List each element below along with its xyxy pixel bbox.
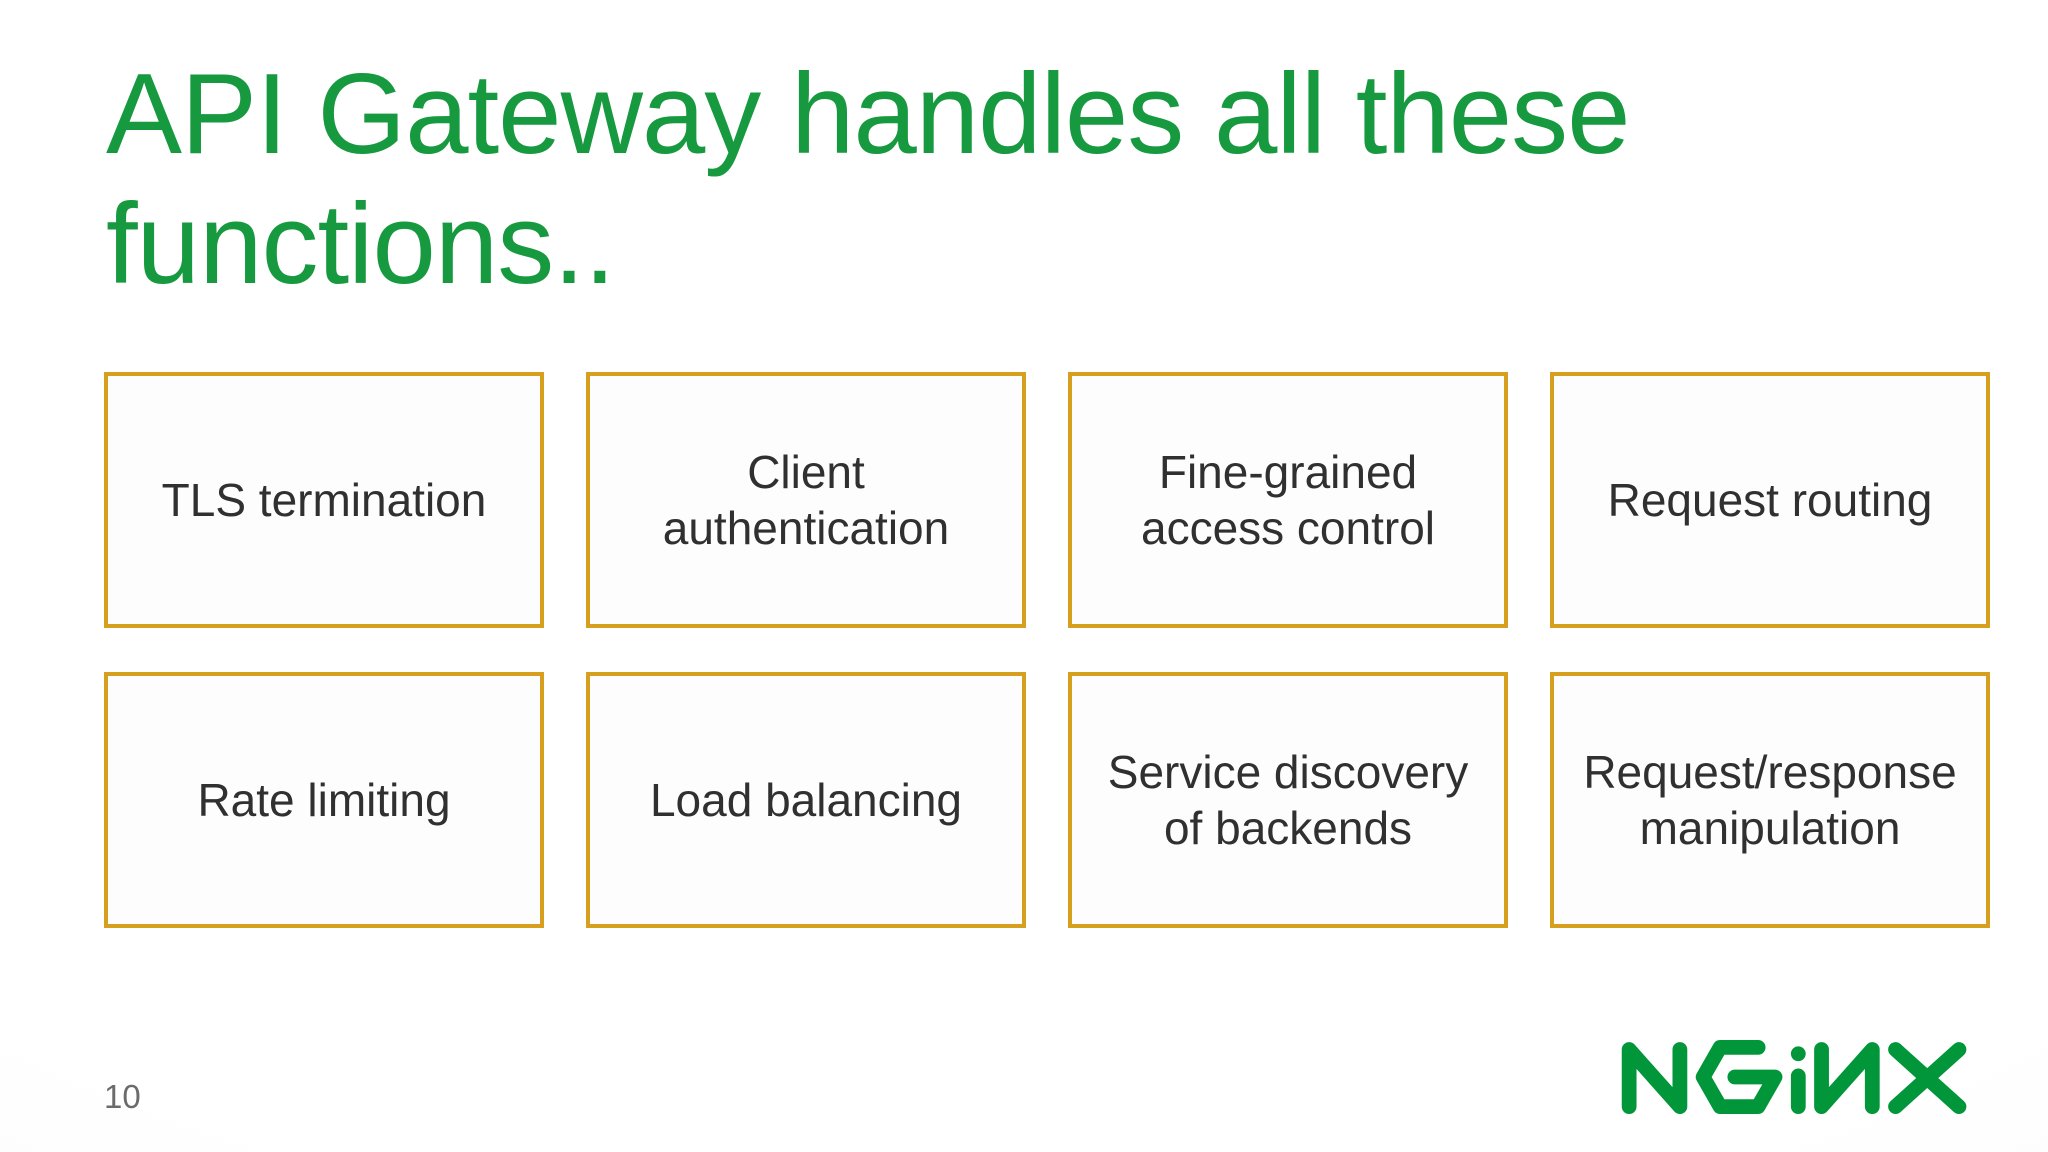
nginx-letter-n (1621, 1042, 1688, 1114)
nginx-letter-reversed-n (1814, 1042, 1880, 1114)
slide-title: API Gateway handles all these functions.… (106, 50, 1631, 310)
slide-title-line2: functions.. (106, 180, 616, 308)
card-tls-termination: TLS termination (104, 372, 544, 628)
card-label: Request/response (1583, 745, 1957, 798)
card-label: Load balancing (649, 773, 963, 826)
slide-title-line1: API Gateway handles all these (106, 51, 1631, 178)
nginx-letter-g (1695, 1040, 1783, 1114)
card-label: authentication (662, 502, 950, 554)
card-label: access control (1140, 502, 1435, 554)
page-number: 10 (104, 1078, 141, 1115)
function-cards-grid: TLS termination Client authentication Fi… (104, 372, 1990, 928)
nginx-letter-x (1888, 1042, 1967, 1114)
card-rate-limiting: Rate limiting (104, 672, 544, 928)
card-label: Service discovery (1107, 745, 1469, 798)
card-label: Fine-grained (1158, 445, 1418, 498)
card-label: Client (747, 445, 865, 498)
card-label: manipulation (1639, 802, 1901, 854)
card-client-authentication: Client authentication (586, 372, 1026, 628)
card-request-response-manipulation: Request/response manipulation (1550, 672, 1990, 928)
nginx-letter-i-dot (1790, 1046, 1806, 1062)
card-load-balancing: Load balancing (586, 672, 1026, 928)
card-label: Request routing (1607, 473, 1933, 526)
card-service-discovery: Service discovery of backends (1068, 672, 1508, 928)
card-label: Rate limiting (197, 773, 451, 826)
card-label: TLS termination (161, 473, 487, 526)
card-label: of backends (1163, 802, 1413, 854)
card-request-routing: Request routing (1550, 372, 1990, 628)
card-fine-grained-access-control: Fine-grained access control (1068, 372, 1508, 628)
nginx-logo-icon (1621, 1040, 1967, 1114)
